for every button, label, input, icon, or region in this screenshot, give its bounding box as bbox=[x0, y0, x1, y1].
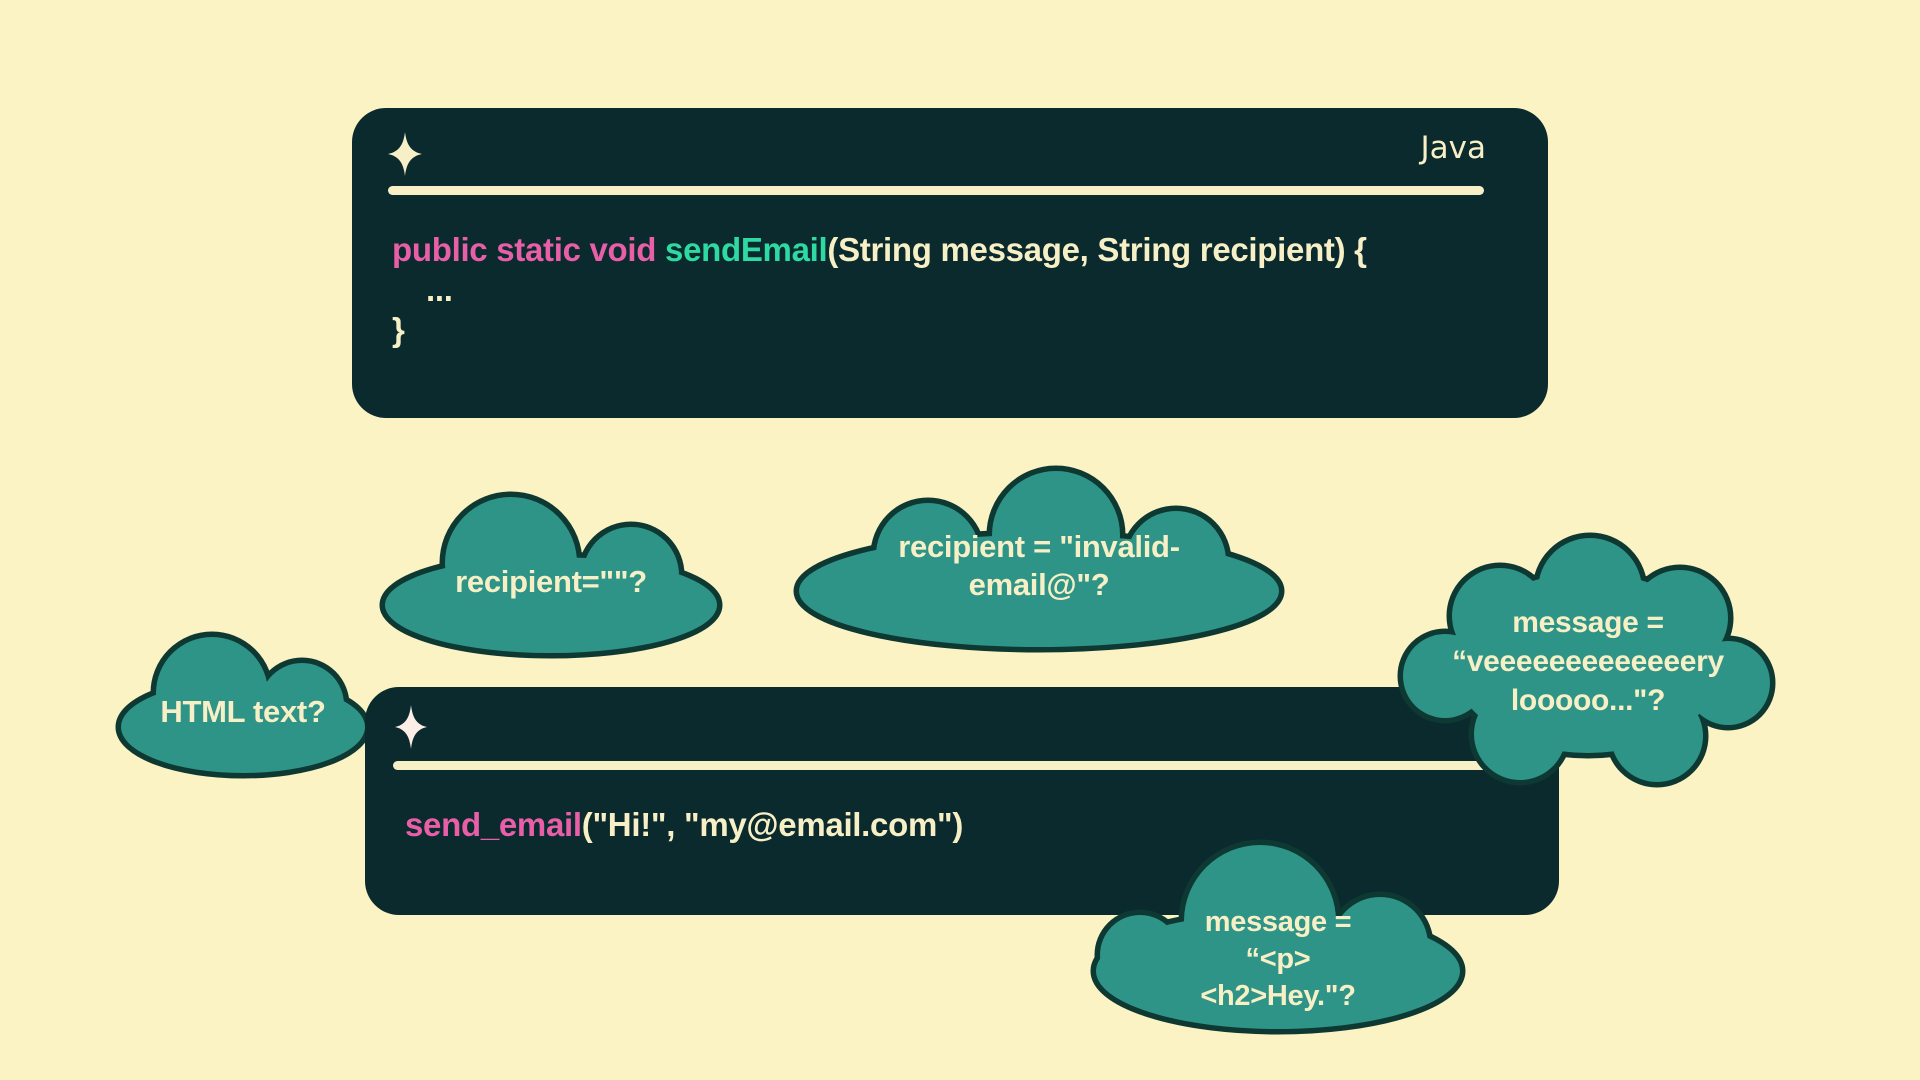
thought-cloud-recipient-empty: recipient=""? bbox=[373, 483, 729, 659]
cloud-label: message = “<p> <h2>Hey."? bbox=[1082, 833, 1474, 1039]
sparkle-icon bbox=[388, 132, 422, 176]
code-token-function-name: send_email bbox=[405, 806, 582, 843]
python-code-block: send_email("Hi!", "my@email.com") bbox=[405, 805, 963, 845]
code-token-signature: (String message, String recipient) { bbox=[827, 231, 1367, 268]
code-line: public static void sendEmail(String mess… bbox=[392, 230, 1367, 270]
cloud-text-line: looooo..."? bbox=[1510, 683, 1666, 717]
code-line: send_email("Hi!", "my@email.com") bbox=[405, 805, 963, 845]
python-code-panel: send_email("Hi!", "my@email.com") bbox=[365, 687, 1559, 915]
cloud-text-line: <h2>Hey."? bbox=[1200, 979, 1356, 1012]
java-code-panel: Java public static void sendEmail(String… bbox=[352, 108, 1548, 418]
thought-cloud-recipient-invalid: recipient = "invalid- email@"? bbox=[788, 463, 1290, 655]
sparkle-icon bbox=[395, 705, 427, 749]
cloud-text-line: “<p> bbox=[1245, 942, 1311, 975]
divider-line bbox=[388, 186, 1484, 195]
code-line-closing-brace: } bbox=[392, 311, 405, 348]
code-token-keywords: public static void bbox=[392, 231, 666, 268]
cloud-text-line: message = bbox=[1512, 605, 1664, 639]
cloud-text-line: HTML text? bbox=[160, 694, 326, 729]
thought-cloud-html-text: HTML text? bbox=[110, 625, 376, 781]
cloud-label: recipient = "invalid- email@"? bbox=[788, 463, 1290, 655]
cloud-label: HTML text? bbox=[110, 625, 376, 781]
cloud-label: recipient=""? bbox=[373, 483, 729, 659]
cloud-text-line: “veeeeeeeeeeeeery bbox=[1452, 644, 1724, 678]
thought-cloud-message-html: message = “<p> <h2>Hey."? bbox=[1082, 833, 1474, 1039]
code-token-method-name: sendEmail bbox=[665, 231, 828, 268]
java-code-block: public static void sendEmail(String mess… bbox=[392, 230, 1367, 350]
cloud-text-line: recipient=""? bbox=[455, 564, 647, 599]
code-line-ellipsis: ... bbox=[426, 271, 453, 308]
cloud-text-line: message = bbox=[1204, 905, 1352, 938]
cloud-text-line: email@"? bbox=[968, 567, 1110, 602]
cloud-text-line: recipient = "invalid- bbox=[898, 529, 1180, 564]
divider-line bbox=[393, 761, 1491, 770]
thought-cloud-message-too-long: message = “veeeeeeeeeeeeery looooo..."? bbox=[1385, 528, 1791, 794]
language-label: Java bbox=[1420, 130, 1486, 166]
code-token-arguments: ("Hi!", "my@email.com") bbox=[581, 806, 964, 843]
cloud-label: message = “veeeeeeeeeeeeery looooo..."? bbox=[1385, 528, 1791, 794]
